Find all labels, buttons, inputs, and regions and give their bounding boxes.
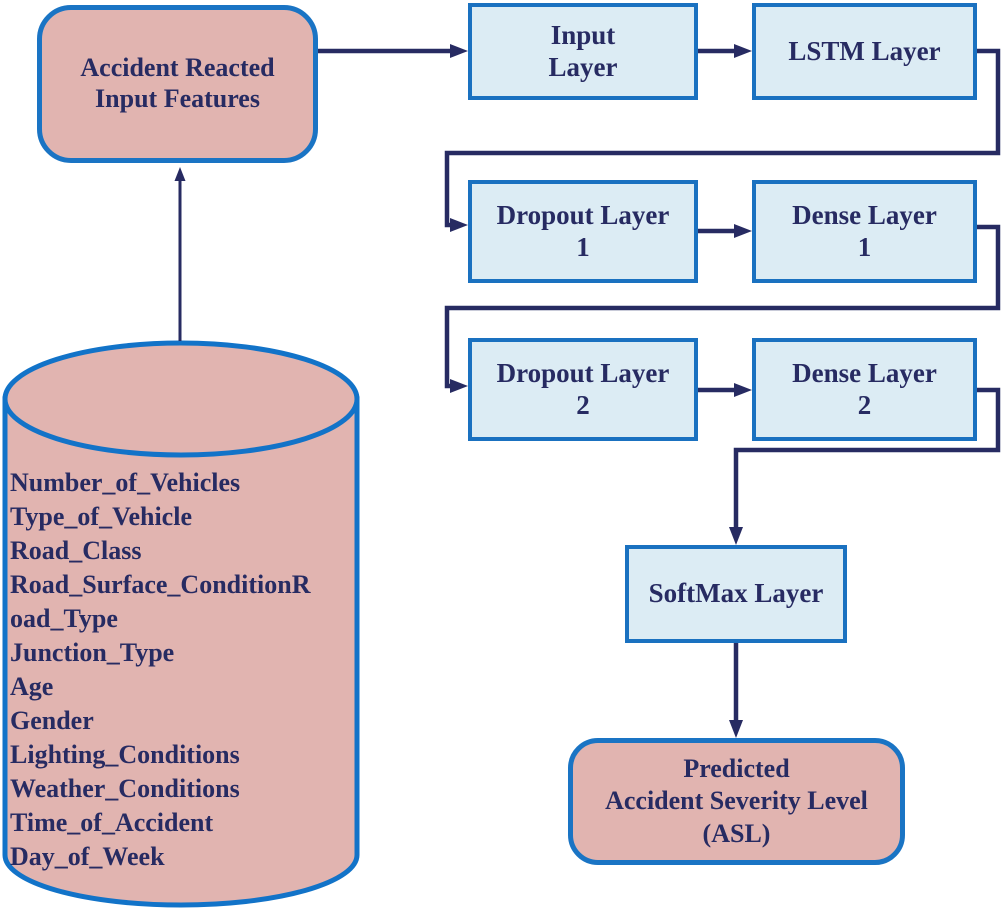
feature-database-cylinder — [2, 340, 360, 908]
feature-item: Road_Surface_ConditionR — [10, 570, 311, 599]
feature-item: oad_Type — [10, 604, 118, 633]
node-label: Predicted Accident Severity Level (ASL) — [605, 753, 868, 848]
arrow-dense2-to-softmax — [729, 387, 1001, 545]
feature-item: Gender — [10, 706, 94, 735]
cylinder-body — [2, 396, 360, 908]
node-lstm-layer: LSTM Layer — [752, 3, 977, 100]
feature-item: Age — [10, 672, 54, 701]
arrow-dense1-to-dropout2 — [444, 224, 1001, 393]
feature-item: Lighting_Conditions — [10, 740, 240, 769]
feature-item: Number_of_Vehicles — [10, 468, 241, 497]
node-dense-layer-1: Dense Layer 1 — [752, 180, 977, 283]
node-softmax-layer: SoftMax Layer — [625, 545, 847, 643]
feature-item: Time_of_Accident — [10, 808, 214, 837]
arrow-lstm-to-dropout1 — [444, 48, 1001, 232]
node-label: Dense Layer 1 — [792, 199, 937, 262]
node-dropout-layer-1: Dropout Layer 1 — [468, 180, 698, 283]
node-label: SoftMax Layer — [648, 578, 824, 609]
node-accident-reacted-input-features: Accident Reacted Input Features — [37, 5, 318, 163]
node-label: Dense Layer 2 — [792, 357, 937, 420]
feature-item: Weather_Conditions — [10, 774, 240, 803]
feature-item: Day_of_Week — [10, 842, 165, 871]
feature-item: Type_of_Vehicle — [10, 502, 192, 531]
node-dropout-layer-2: Dropout Layer 2 — [468, 338, 698, 441]
node-label: LSTM Layer — [788, 35, 941, 66]
node-dense-layer-2: Dense Layer 2 — [752, 338, 977, 441]
node-input-layer: Input Layer — [468, 3, 698, 100]
cylinder-top-ellipse — [2, 340, 360, 458]
node-label: Dropout Layer 2 — [496, 357, 670, 420]
node-predicted-accident-severity-level: Predicted Accident Severity Level (ASL) — [568, 738, 905, 865]
node-label: Accident Reacted Input Features — [80, 53, 275, 113]
feature-item: Junction_Type — [10, 638, 175, 667]
feature-item: Road_Class — [10, 536, 142, 565]
node-label: Dropout Layer 1 — [496, 199, 670, 262]
database-feature-list: Number_of_Vehicles Type_of_Vehicle Road_… — [10, 466, 354, 874]
node-label: Input Layer — [548, 19, 618, 82]
